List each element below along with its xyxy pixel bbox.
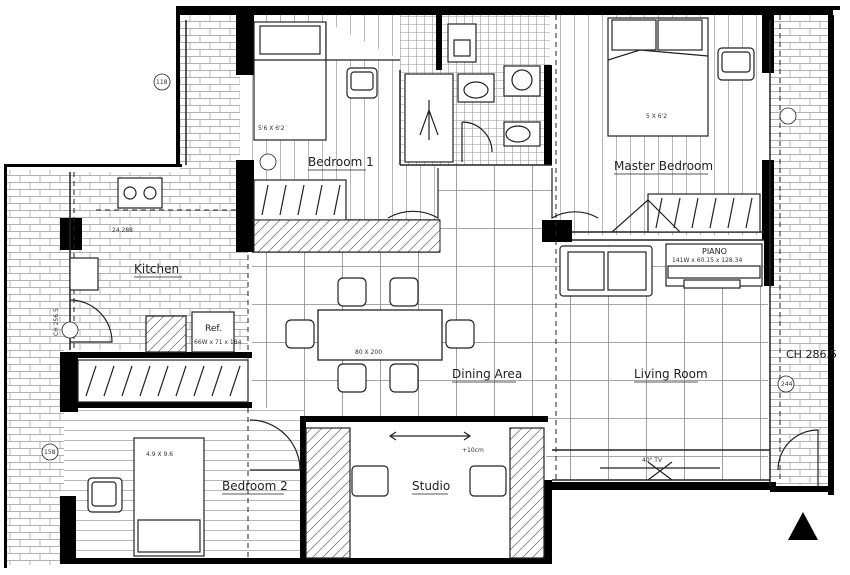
piano-label: PIANO xyxy=(702,247,727,256)
doors xyxy=(69,168,819,486)
wardrobe-bedroom1 xyxy=(253,179,441,253)
studio-shift-label: +10cm xyxy=(462,447,484,454)
bathroom-fixtures xyxy=(404,23,541,163)
kitchen-counter-dimension: 24.288 xyxy=(112,227,133,234)
kitchen-balcony-floor-lower xyxy=(4,420,64,565)
room-label-bedroom2: Bedroom 2 xyxy=(222,479,288,493)
bed-dimension-master: 5 X 6'2 xyxy=(646,113,667,120)
ref-dimension: 66W x 71 x 184 xyxy=(194,339,242,346)
chair-bedroom1 xyxy=(346,67,378,99)
dining-table xyxy=(317,309,443,361)
tag-living: 244 xyxy=(781,381,793,388)
tag-kitchen-ch: CH 256.5 xyxy=(53,308,60,336)
kitchen-fixtures xyxy=(69,177,235,353)
wardrobe-bedroom2 xyxy=(77,359,249,403)
height-right-label: CH 286.5 xyxy=(786,348,837,361)
piano xyxy=(665,243,763,289)
top-left-brick xyxy=(180,15,240,175)
dashed-lines xyxy=(73,15,781,560)
dimension-tags xyxy=(41,73,797,461)
ref-label: Ref. xyxy=(205,324,222,334)
room-label-living: Living Room xyxy=(634,367,708,381)
right-balcony-floor xyxy=(770,15,830,485)
room-label-studio: Studio xyxy=(412,479,450,493)
bed-dimension-bedroom1: 5'6 X 6'2 xyxy=(258,125,285,132)
bed-bedroom2 xyxy=(133,437,205,557)
room-label-kitchen: Kitchen xyxy=(134,262,179,276)
chair-master xyxy=(717,47,755,81)
hall-floor xyxy=(438,165,552,245)
sofa xyxy=(559,245,653,297)
dining-chairs xyxy=(285,277,475,393)
bed-master xyxy=(607,17,709,137)
bed-dimension-bedroom2: 4.9 X 9.6 xyxy=(146,451,173,458)
studio-furniture xyxy=(305,427,545,559)
tv xyxy=(600,461,720,481)
tag-top-left: 118 xyxy=(156,79,168,86)
walls xyxy=(4,6,840,568)
tv-label: 40" TV xyxy=(642,457,663,464)
bed-bedroom1 xyxy=(253,21,400,141)
tag-bottom-left: 158 xyxy=(44,449,56,456)
piano-dimension: 141W x 60.15 x 128.34 xyxy=(672,257,742,264)
chair-bedroom2 xyxy=(87,477,123,513)
table-dimension: 80 X 200 xyxy=(355,349,382,356)
wardrobe-master xyxy=(647,193,761,233)
room-label-bedroom1: Bedroom 1 xyxy=(308,155,374,169)
north-arrow-icon xyxy=(788,512,818,540)
room-label-dining: Dining Area xyxy=(452,367,522,381)
room-label-master: Master Bedroom xyxy=(614,159,713,173)
